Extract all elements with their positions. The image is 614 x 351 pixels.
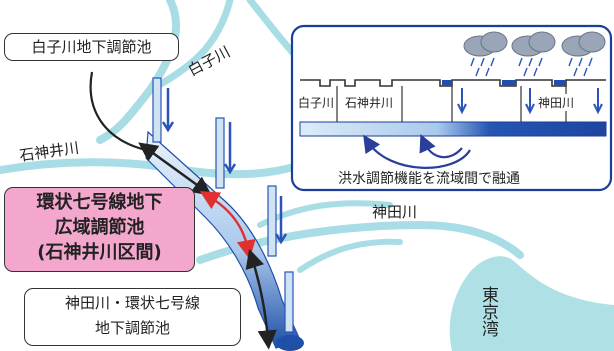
ground-profile	[300, 79, 606, 87]
shirako-river	[96, 0, 181, 144]
shirako-facility-label: 白子川地下調節池	[4, 33, 179, 61]
shirako-river-upper	[146, 0, 234, 94]
ring7-line1: 環状七号線地下	[36, 192, 163, 213]
inset-panel	[290, 24, 613, 192]
tunnel-end	[276, 335, 304, 351]
exchange-arrow-small	[419, 133, 463, 159]
inset-river3-label: 神田川	[538, 94, 575, 111]
shaft-flow-arrows	[161, 88, 288, 245]
tributary-2	[297, 238, 403, 273]
storage-bar	[299, 121, 607, 137]
kanda-river-label: 神田川	[372, 203, 418, 221]
tributary-1	[257, 200, 393, 228]
tokyo-bay-label: 東京湾	[478, 286, 498, 337]
inset-river1-label: 白子川	[298, 94, 335, 111]
ring7-line3: (石神井川区間)	[37, 242, 162, 263]
connector-ring7	[199, 191, 256, 260]
tokyo-bay	[449, 256, 614, 351]
connector-lower	[245, 248, 277, 350]
kanda-facility-label: 神田川・環状七号線 地下調節池	[24, 288, 241, 346]
ring7-facility-label: 環状七号線地下 広域調節池 (石神井川区間)	[4, 187, 195, 272]
shakujii-river	[0, 158, 304, 179]
inset-caption: 洪水調節機能を流域間で融通	[338, 171, 520, 187]
inset-river2-label: 石神井川	[345, 94, 394, 111]
kanda-facility-line2: 地下調節池	[94, 319, 170, 337]
ring7-line2: 広域調節池	[54, 217, 145, 238]
exchange-arrow-large	[363, 134, 471, 169]
rain-clouds	[463, 31, 606, 57]
rain	[470, 57, 593, 77]
leader-shirako	[89, 71, 147, 152]
connector-upper	[138, 142, 212, 196]
kanda-facility-line1: 神田川・環状七号線	[64, 294, 200, 312]
